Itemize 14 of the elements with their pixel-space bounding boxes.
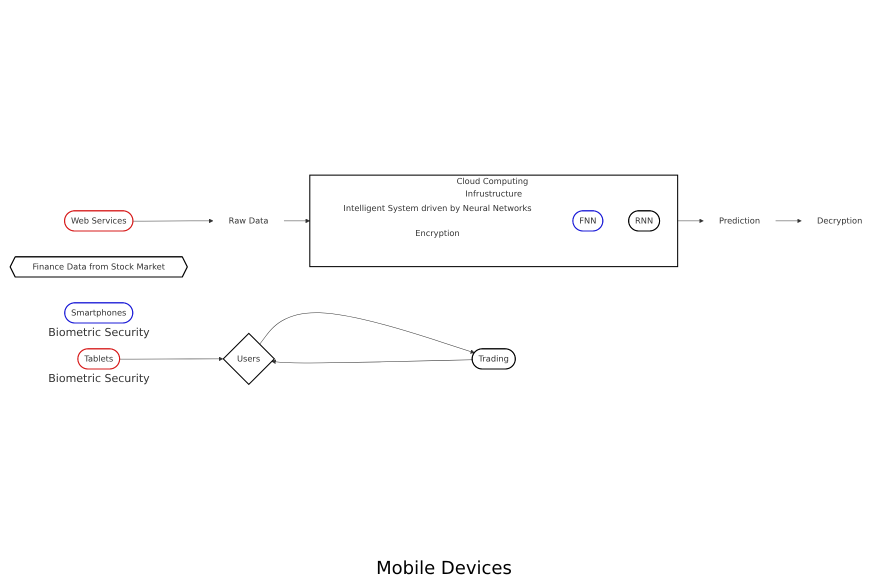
node-note: Biometric Security (48, 372, 150, 386)
arrow (132, 218, 214, 224)
arrow (271, 360, 473, 364)
node-text: Raw Data (228, 216, 268, 226)
node-text: Decryption (816, 216, 862, 226)
arrow (259, 312, 475, 354)
arrow (284, 218, 310, 224)
arrow (677, 218, 704, 224)
node-note: Biometric Security (48, 326, 150, 340)
node-diamond: Users (222, 332, 276, 386)
arrow (120, 356, 224, 362)
arrow (775, 218, 802, 224)
diagram-label: Mobile Devices (376, 558, 512, 579)
node-text: Prediction (719, 216, 760, 226)
